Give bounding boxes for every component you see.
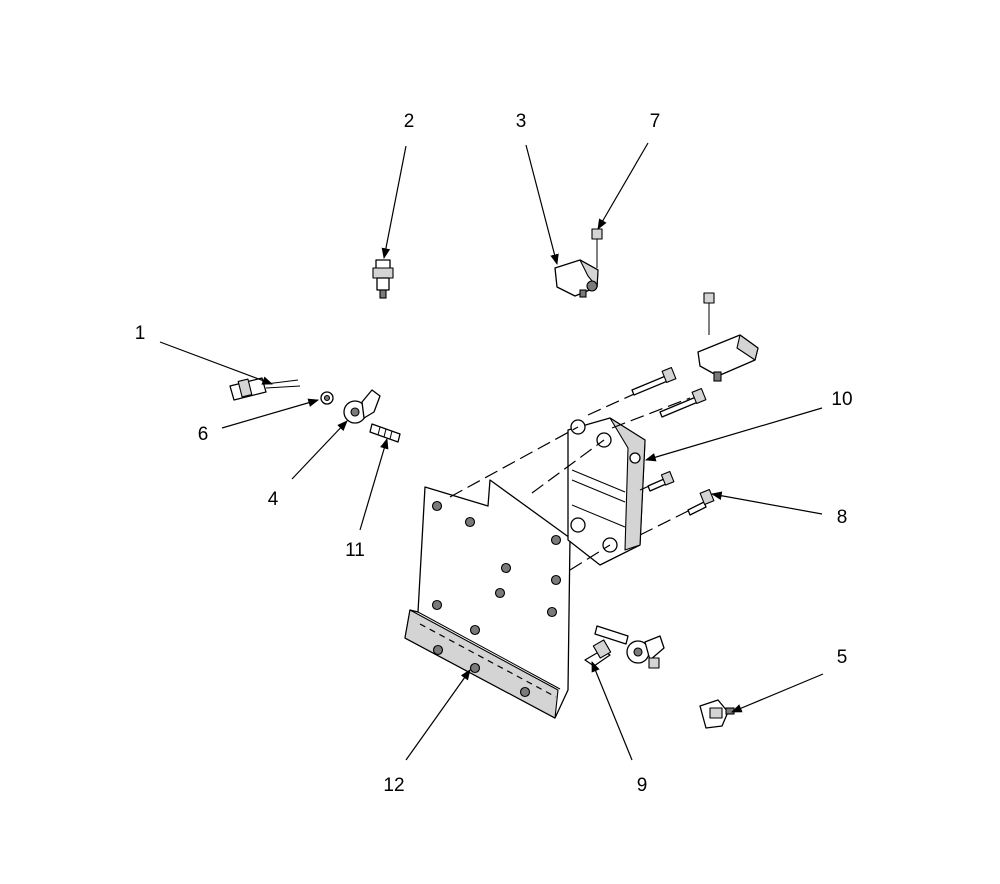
- callout-5: 5: [837, 647, 848, 668]
- mounting-bolts: [631, 367, 715, 516]
- callout-12: 12: [383, 775, 404, 796]
- mounting-bracket-plate: [404, 479, 571, 719]
- lower-bolt: [584, 639, 612, 667]
- callout-8: 8: [837, 507, 848, 528]
- knock-sensor: [343, 389, 381, 424]
- callout-3: 3: [516, 111, 527, 132]
- callout-labels: 1 2 3 7 6 4 11 10 8 5 9 12: [135, 111, 853, 796]
- plate-bolt-holes: [431, 500, 562, 698]
- pressure-sensor-exploded: [697, 292, 759, 382]
- bolt-a: [631, 367, 677, 396]
- callout-7: 7: [650, 111, 661, 132]
- bolt-b: [659, 388, 707, 418]
- washer: [320, 391, 334, 405]
- map-sensor: [554, 259, 599, 298]
- temperature-sensor: [372, 259, 394, 299]
- callout-10: 10: [831, 389, 852, 410]
- callout-11: 11: [345, 540, 365, 561]
- lower-knock-sensor: [594, 625, 665, 669]
- callout-4: 4: [268, 489, 279, 510]
- callout-1: 1: [135, 323, 146, 344]
- callout-2: 2: [404, 111, 415, 132]
- stud: [369, 423, 401, 443]
- alignment-lines: [449, 379, 691, 571]
- bolt-c: [647, 470, 675, 492]
- sensor-bolt: [591, 228, 603, 268]
- pressure-switch: [699, 699, 735, 729]
- callout-9: 9: [637, 775, 648, 796]
- control-module: [567, 417, 646, 566]
- callout-6: 6: [198, 424, 209, 445]
- bolt-d: [687, 489, 715, 516]
- leader-lines: [159, 142, 824, 761]
